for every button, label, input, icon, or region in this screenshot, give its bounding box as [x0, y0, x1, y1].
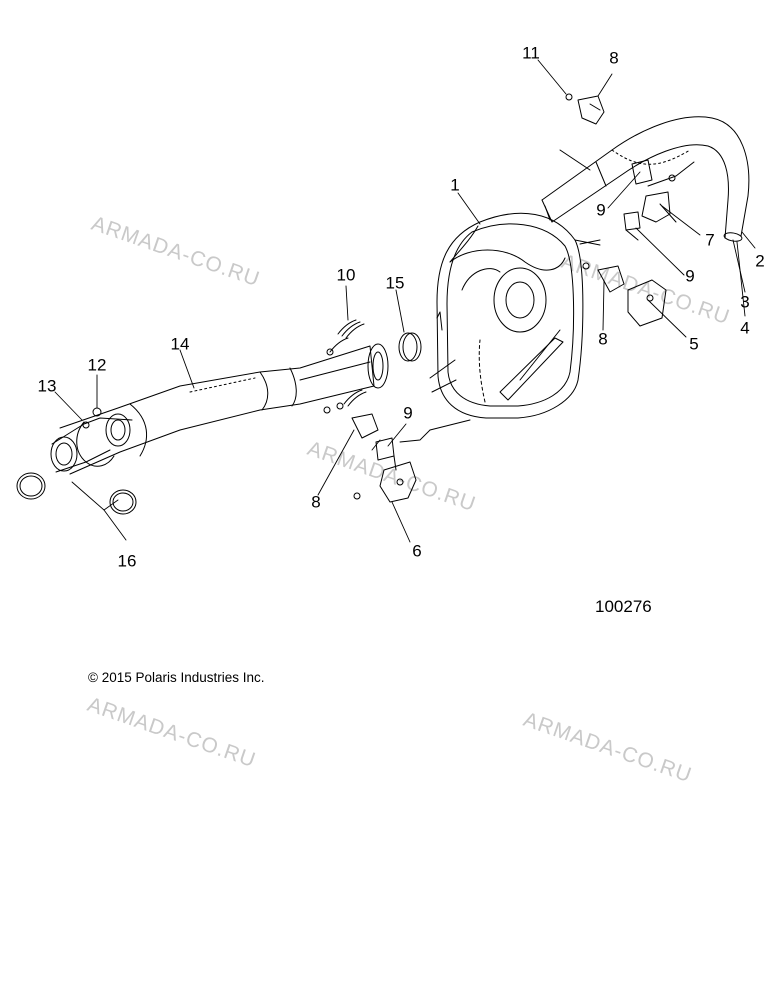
upper-bracket — [565, 93, 605, 125]
sealing-rings — [16, 472, 137, 515]
callout-2: 2 — [755, 251, 765, 271]
upper-mount-bracket — [631, 159, 695, 223]
callout-4: 4 — [740, 318, 750, 338]
callout-8-upper: 8 — [609, 48, 619, 68]
middle-isolator — [623, 211, 641, 241]
callout-9-lower: 9 — [403, 403, 413, 423]
muffler — [429, 205, 601, 419]
callout-9-upper: 9 — [596, 200, 606, 220]
mid-pipe — [50, 343, 389, 475]
right-bracket — [582, 262, 667, 327]
fasteners — [82, 407, 102, 429]
callout-14: 14 — [170, 334, 190, 354]
copyright-notice: © 2015 Polaris Industries Inc. — [88, 670, 265, 685]
lower-bracket — [323, 406, 471, 503]
callout-1: 1 — [450, 175, 460, 195]
tailpipe — [541, 116, 750, 242]
callout-12: 12 — [87, 355, 107, 375]
callout-8-right: 8 — [598, 329, 608, 349]
callout-15: 15 — [385, 273, 405, 293]
leader-lines — [54, 59, 756, 543]
callout-9-right: 9 — [685, 266, 695, 286]
callout-13: 13 — [37, 376, 57, 396]
callout-3: 3 — [740, 292, 750, 312]
gasket — [398, 332, 422, 362]
callout-8-lower: 8 — [311, 492, 321, 512]
callout-5: 5 — [689, 334, 699, 354]
callout-16: 16 — [117, 551, 137, 571]
diagram-number: 100276 — [595, 597, 652, 616]
callout-11: 11 — [522, 43, 540, 63]
springs — [326, 319, 367, 410]
callout-10: 10 — [336, 265, 356, 285]
callout-6: 6 — [412, 541, 422, 561]
callout-7: 7 — [705, 230, 715, 250]
